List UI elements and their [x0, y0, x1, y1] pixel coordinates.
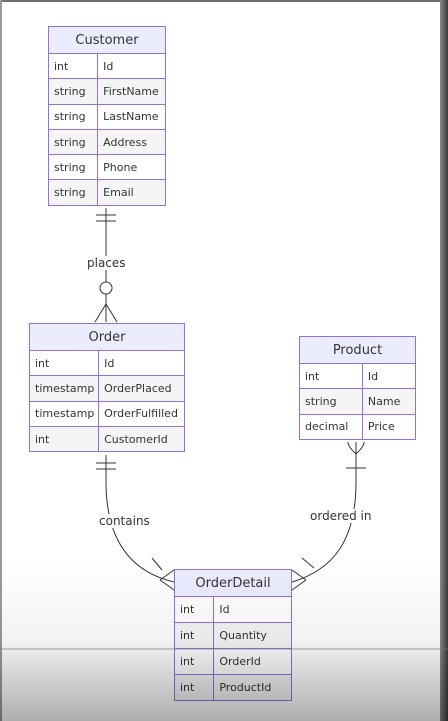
frame-edge-right	[440, 0, 448, 721]
attribute-row: decimal Price	[299, 414, 416, 440]
ordered-in-many-marker-bottom	[291, 569, 307, 591]
attribute-name: OrderPlaced	[104, 381, 172, 395]
entity-title: OrderDetail	[174, 569, 292, 597]
ordered-in-bar-marker-bottom	[301, 557, 315, 569]
attribute-row: int CustomerId	[29, 426, 185, 453]
contains-line	[105, 455, 175, 583]
attribute-type: timestamp	[30, 401, 100, 426]
attribute-row: int Quantity	[174, 623, 292, 649]
attribute-row: string LastName	[48, 104, 166, 130]
attribute-row: int ProductId	[174, 675, 292, 701]
attribute-type: int	[300, 364, 363, 389]
attribute-row: int OrderId	[174, 649, 292, 675]
attribute-row: int Id	[174, 597, 292, 623]
ordered-in-line	[291, 442, 357, 583]
attribute-type: int	[30, 426, 100, 452]
attribute-name: Email	[103, 186, 134, 200]
attribute-row: int Id	[299, 364, 416, 390]
attribute-type: string	[49, 155, 99, 180]
contains-bar-marker	[151, 557, 163, 571]
attribute-type: decimal	[300, 414, 363, 439]
entity-title: Product	[299, 336, 416, 364]
attribute-type: string	[49, 79, 99, 104]
entity-title: Order	[29, 323, 185, 351]
attribute-name: FirstName	[103, 84, 159, 98]
attribute-name: Phone	[103, 160, 138, 174]
attribute-type: timestamp	[30, 376, 100, 401]
places-many-marker	[94, 303, 118, 323]
attribute-row: string FirstName	[48, 79, 166, 105]
attribute-row: int Id	[29, 351, 185, 377]
attribute-type: string	[49, 104, 99, 129]
attribute-type: int	[175, 675, 215, 700]
attribute-type: int	[175, 649, 215, 674]
relationship-label-contains: contains	[97, 514, 152, 528]
attribute-name: CustomerId	[104, 432, 168, 446]
attribute-row: int Id	[48, 54, 166, 80]
attribute-row: string Phone	[48, 155, 166, 181]
ordered-in-many-marker-top	[347, 441, 365, 455]
attribute-type: int	[175, 597, 215, 622]
attribute-row: string Address	[48, 129, 166, 156]
places-zero-marker	[99, 281, 113, 295]
attribute-type: string	[49, 180, 99, 205]
attribute-name: Name	[367, 394, 401, 408]
attribute-name: OrderFulfilled	[104, 407, 178, 421]
attribute-row: timestamp OrderPlaced	[29, 376, 185, 402]
attribute-type: string	[300, 389, 363, 414]
attribute-name: LastName	[103, 110, 159, 124]
attribute-type: int	[49, 54, 99, 79]
attribute-row: string Email	[48, 180, 166, 206]
relationship-label-places: places	[85, 256, 128, 270]
entity-title: Customer	[48, 26, 166, 54]
frame-edge-left	[0, 0, 2, 721]
attribute-name: Address	[103, 135, 147, 149]
attribute-type: string	[49, 129, 99, 155]
attribute-name: Quantity	[219, 629, 267, 642]
attribute-row: timestamp OrderFulfilled	[29, 401, 185, 427]
attribute-list: int Id string Name decimal Price	[299, 364, 416, 440]
contains-many-marker	[159, 569, 175, 591]
places-one-marker	[96, 214, 116, 222]
attribute-name: ProductId	[219, 681, 272, 694]
attribute-name: OrderId	[219, 655, 261, 668]
frame-edge-top	[0, 0, 448, 2]
entity-product[interactable]: Product int Id string Name decimal Price	[299, 336, 416, 440]
attribute-name: Id	[103, 59, 114, 73]
contains-one-marker	[96, 462, 116, 470]
attribute-name: Id	[104, 356, 115, 370]
attribute-name: Id	[367, 369, 379, 383]
relationship-label-ordered-in: ordered in	[308, 509, 374, 523]
attribute-row: string Name	[299, 389, 416, 415]
attribute-type: int	[175, 623, 215, 648]
attribute-name: Price	[367, 420, 395, 434]
attribute-name: Id	[219, 603, 230, 616]
relationship-connectors	[94, 208, 366, 591]
attribute-type: int	[30, 351, 100, 376]
